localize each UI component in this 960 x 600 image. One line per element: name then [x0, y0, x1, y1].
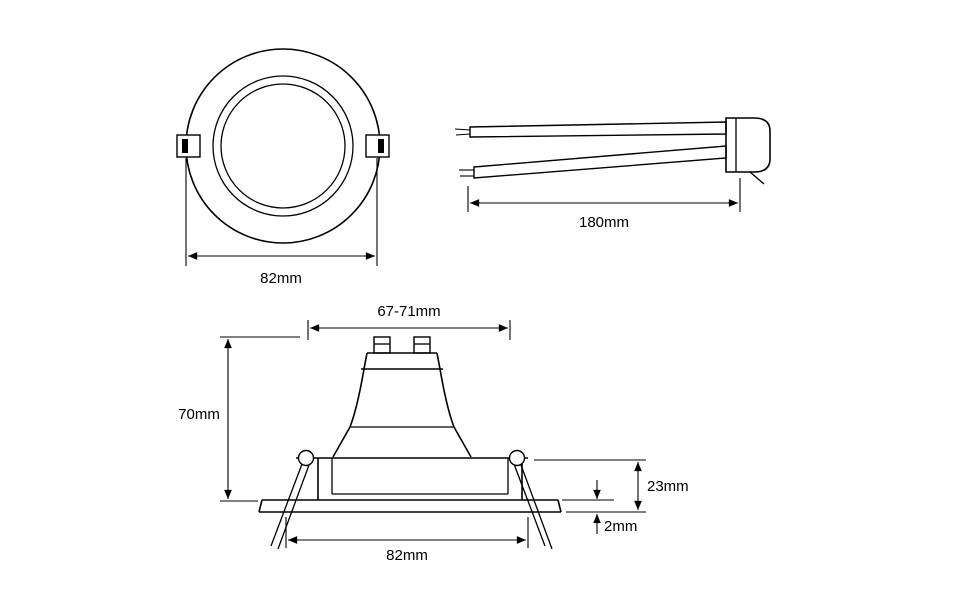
fixture-cross-section — [258, 449, 562, 550]
pivot-screw-right — [508, 449, 526, 467]
lamp-body-right — [439, 368, 455, 428]
holder-outline — [725, 117, 771, 173]
holder-strain-relief — [749, 171, 765, 185]
dimension-lamp-width: 67-71mm — [307, 303, 511, 340]
recess-depth-label: 23mm — [647, 478, 689, 495]
lead-wire-top — [454, 121, 727, 138]
flange-thickness-label: 2mm — [604, 518, 637, 535]
clip-spring — [182, 139, 188, 153]
overall-height-label: 70mm — [178, 406, 220, 423]
lamp-width-label: 67-71mm — [377, 303, 440, 320]
lamp-pin-right — [413, 336, 431, 354]
wire-insulation — [469, 121, 727, 138]
spring-wire — [513, 463, 546, 547]
spring-arm-left — [270, 463, 310, 550]
lamp-body-left — [349, 368, 365, 428]
flange-end-left — [258, 499, 263, 513]
clip-body — [365, 134, 390, 158]
clip-spring — [378, 139, 384, 153]
lamp-reflector-right — [453, 426, 472, 458]
spring-wire — [270, 463, 303, 547]
spring-wire — [520, 464, 553, 550]
lamp-base — [361, 352, 443, 370]
lamp-pin-left — [373, 336, 391, 354]
wire-tip — [454, 128, 471, 131]
front-diameter-label: 82mm — [260, 270, 302, 287]
mounting-clip-right — [365, 134, 390, 158]
clip-body — [176, 134, 201, 158]
inner-bezel-ring — [212, 75, 354, 217]
spring-wire — [277, 464, 310, 550]
dimension-recess-depth: 23mm — [534, 459, 689, 513]
front-view: 82mm — [176, 48, 390, 287]
wire-insulation — [473, 145, 727, 179]
dimension-lead-length: 180mm — [467, 178, 741, 231]
lamp-reflector-left — [332, 426, 351, 458]
section-view: 67-71mm 70mm 23mm 2mm 82mm — [178, 303, 689, 564]
lead-wire-bottom — [459, 145, 727, 179]
lamp-face-ring — [220, 83, 346, 209]
dimension-overall-height: 70mm — [178, 336, 300, 502]
cutout-width-label: 82mm — [386, 547, 428, 564]
dimension-cutout-width: 82mm — [285, 517, 529, 564]
lamp-holder-body — [725, 117, 771, 185]
pivot-screw-left — [297, 449, 315, 467]
lead-view: 180mm — [454, 117, 771, 231]
wire-tip — [455, 133, 471, 136]
spring-arm-right — [513, 463, 553, 550]
lead-length-label: 180mm — [579, 214, 629, 231]
outer-bezel-ring — [185, 48, 381, 244]
mounting-clip-left — [176, 134, 201, 158]
dimension-front-diameter: 82mm — [185, 158, 378, 287]
gu10-lamp — [332, 336, 472, 458]
dimension-flange-thickness: 2mm — [562, 480, 637, 535]
flange-end-right — [557, 499, 562, 513]
